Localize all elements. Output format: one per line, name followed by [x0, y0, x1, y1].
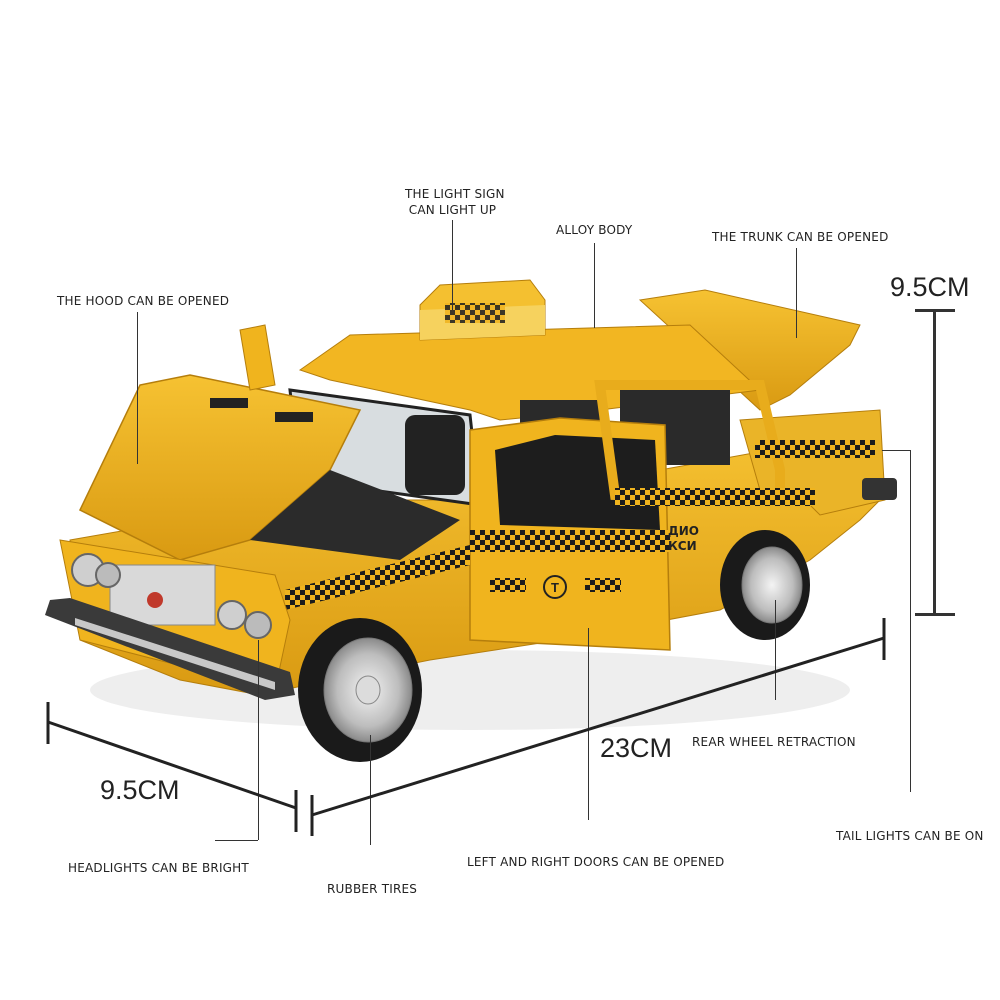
door-taxi-emblem — [543, 575, 567, 599]
label-light-sign: THE LIGHT SIGN CAN LIGHT UP — [405, 186, 505, 218]
label-trunk: THE TRUNK CAN BE OPENED — [712, 230, 889, 244]
label-doors: LEFT AND RIGHT DOORS CAN BE OPENED — [467, 855, 725, 869]
trunk-lid — [638, 289, 861, 411]
svg-text:T: T — [551, 580, 559, 595]
dimension-length-label: 23CM — [600, 733, 673, 763]
leader-tail-lights-h — [882, 450, 910, 451]
leader-headlights-v — [258, 640, 259, 840]
height-dimension-cap-bottom — [915, 613, 955, 616]
leader-headlights-h — [215, 840, 258, 841]
height-dimension-line — [933, 310, 936, 615]
label-alloy-body: ALLOY BODY — [556, 223, 633, 237]
svg-text:КСИ: КСИ — [668, 539, 697, 553]
label-rubber-tires: RUBBER TIRES — [327, 882, 418, 896]
dimension-height-label: 9.5CM — [890, 272, 970, 302]
leader-tail-lights-v — [910, 450, 911, 792]
label-headlights: HEADLIGHTS CAN BE BRIGHT — [68, 861, 249, 875]
leader-rubber-tires — [370, 735, 371, 845]
rear-wheel — [720, 530, 810, 640]
height-dimension-cap-top — [915, 309, 955, 312]
svg-text:ДИО: ДИО — [668, 524, 699, 538]
label-tail-lights: TAIL LIGHTS CAN BE ON — [836, 829, 984, 843]
label-light-sign-line1: THE LIGHT SIGN — [405, 187, 505, 201]
leader-rear-wheel — [775, 600, 776, 700]
dimension-width-label: 9.5CM — [100, 775, 180, 805]
leader-alloy-body — [594, 243, 595, 328]
length-dimension-line — [311, 636, 885, 817]
label-rear-wheel: REAR WHEEL RETRACTION — [692, 735, 856, 749]
label-hood: THE HOOD CAN BE OPENED — [57, 294, 230, 308]
label-light-sign-line2: CAN LIGHT UP — [408, 203, 497, 217]
grille — [109, 564, 216, 626]
leader-hood — [137, 312, 138, 464]
width-dimension-line — [47, 720, 297, 810]
leader-light-sign — [452, 220, 453, 310]
leader-trunk — [796, 248, 797, 338]
leader-doors — [588, 628, 589, 820]
front-wheel — [298, 618, 422, 762]
